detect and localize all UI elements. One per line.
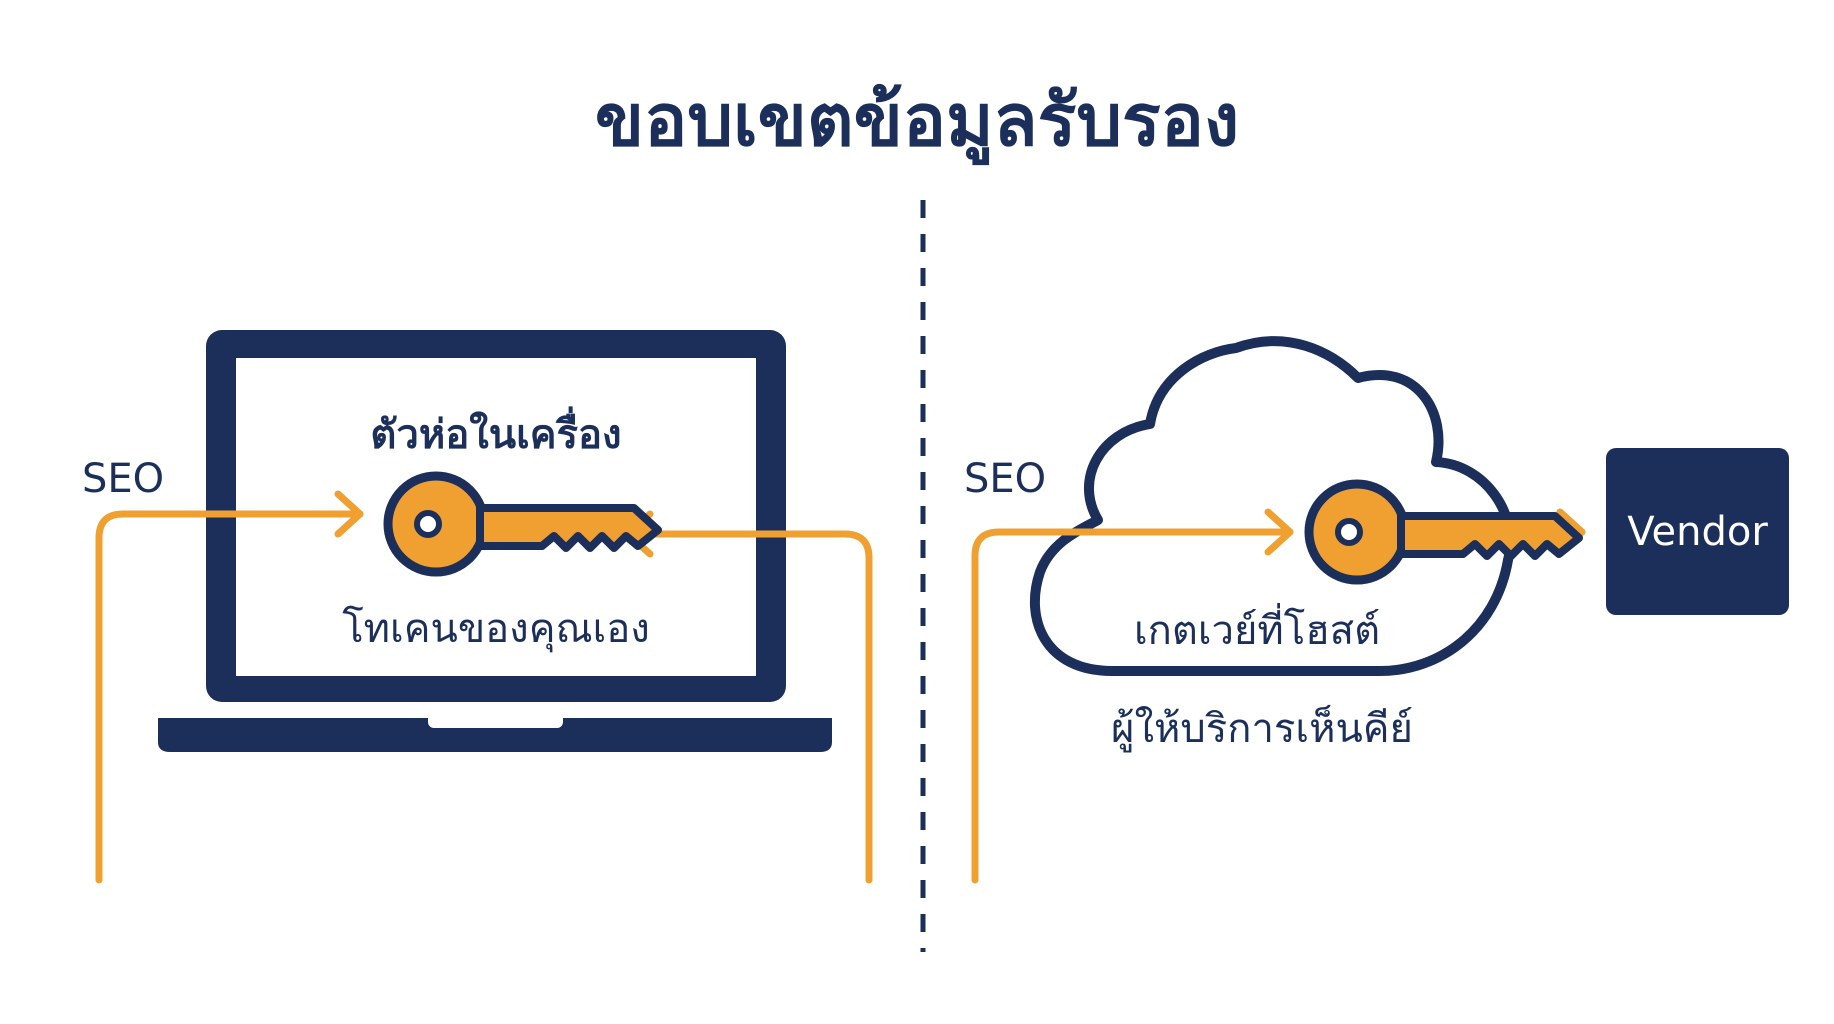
page-title: ขอบเขตข้อมูลรับรอง [594,78,1240,162]
provider-sees-key-caption: ผู้ให้บริการเห็นคีย์ [1111,706,1413,752]
right-input-arrow [971,512,1294,884]
own-token-caption: โทเคนของคุณเอง [342,606,650,652]
hosted-gateway-caption: เกตเวย์ที่โฮสต์ [1133,608,1381,654]
vendor-label: Vendor [1627,508,1768,555]
left-return-arrow [624,514,873,884]
local-wrapper-heading: ตัวห่อในเครื่อง [370,412,622,458]
left-input-arrow [95,494,364,884]
right-seo-label: SEO [964,456,1047,502]
left-seo-label: SEO [82,456,165,502]
vendor-box: Vendor [1606,448,1789,615]
